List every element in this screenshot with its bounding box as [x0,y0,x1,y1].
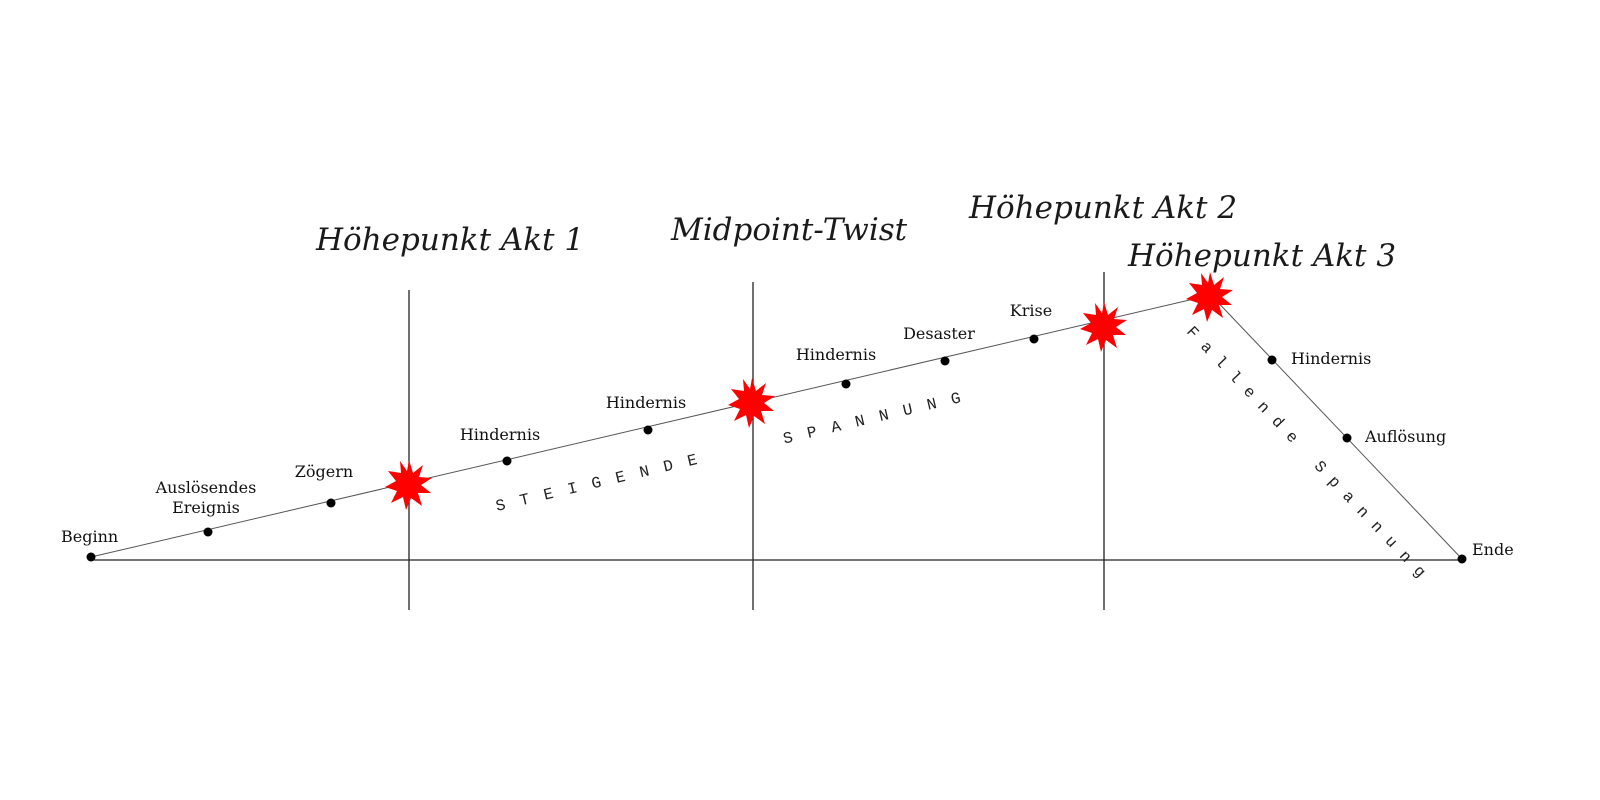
label-ende: Ende [1472,540,1514,559]
label-hindernis-1: Hindernis [460,425,540,444]
label-aufloesung: Auflösung [1364,427,1446,446]
title-hoehepunkt-akt-2: Höhepunkt Akt 2 [968,190,1237,226]
label-hindernis-3: Hindernis [796,345,876,364]
label-ausloesendes-2: Ereignis [172,498,240,517]
falling-line [1210,294,1463,560]
label-krise: Krise [1010,301,1052,320]
climax-star-icon [728,378,775,428]
point-krise [1029,334,1039,344]
point-hindernis-3 [841,379,851,389]
point-hindernis-1 [502,456,512,466]
point-ende [1457,554,1467,564]
climax-star-icon [1186,272,1233,322]
title-hoehepunkt-akt-1: Höhepunkt Akt 1 [315,222,584,258]
point-ausloesendes [203,527,213,537]
label-hindernis-2: Hindernis [606,393,686,412]
point-hindernis-2 [643,425,653,435]
label-hindernis-4: Hindernis [1291,349,1371,368]
label-ausloesendes-1: Auslösendes [155,478,257,497]
climax-star-icon [1080,302,1127,352]
label-beginn: Beginn [61,527,118,546]
title-midpoint-twist: Midpoint-Twist [670,212,908,248]
title-hoehepunkt-akt-3: Höhepunkt Akt 3 [1127,238,1396,274]
point-zoegern [326,498,336,508]
point-desaster [940,356,950,366]
point-aufloesung [1342,433,1352,443]
point-beginn [86,552,96,562]
label-zoegern: Zögern [295,462,353,481]
point-hindernis-4 [1267,355,1277,365]
label-desaster: Desaster [903,324,975,343]
climax-star-icon [385,460,432,510]
rising-line [90,294,1212,558]
